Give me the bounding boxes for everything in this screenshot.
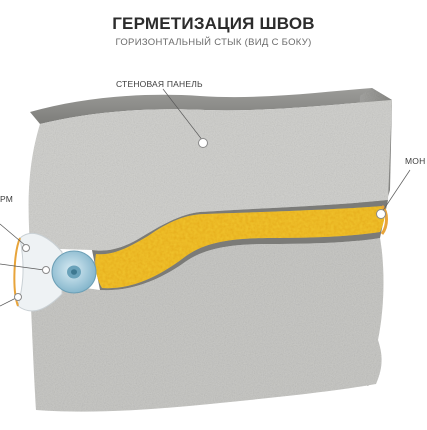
wall-panel-label: СТЕНОВАЯ ПАНЕЛЬ [116,79,203,89]
diagram-subtitle: ГОРИЗОНТАЛЬНЫЙ СТЫК (ВИД С БОКУ) [115,37,312,48]
lower-wall-panel [30,238,384,412]
foam-leader-line [381,169,411,213]
sealant-mastic [17,232,63,312]
edge-pointer-dot [14,293,22,301]
foam-label: МОН [405,156,426,166]
sealant-edge [13,237,21,307]
cord-leader-line [0,263,45,271]
edge-leader-line [0,297,17,307]
panel-pointer-dot [198,138,208,148]
upper-wall-panel [28,100,393,251]
panel-leader-line [162,88,204,142]
foam-end-marker [380,204,388,235]
cord-pointer-dot [42,266,50,274]
upper-panel-top-edge [30,88,392,124]
sealant-pointer-dot [22,244,30,252]
foam-insulation [95,206,385,289]
sealant-label: РМ [0,194,14,204]
sealant-leader-line [0,223,27,247]
foam-pointer-dot [376,209,386,219]
diagram-title: ГЕРМЕТИЗАЦИЯ ШВОВ [112,14,315,33]
